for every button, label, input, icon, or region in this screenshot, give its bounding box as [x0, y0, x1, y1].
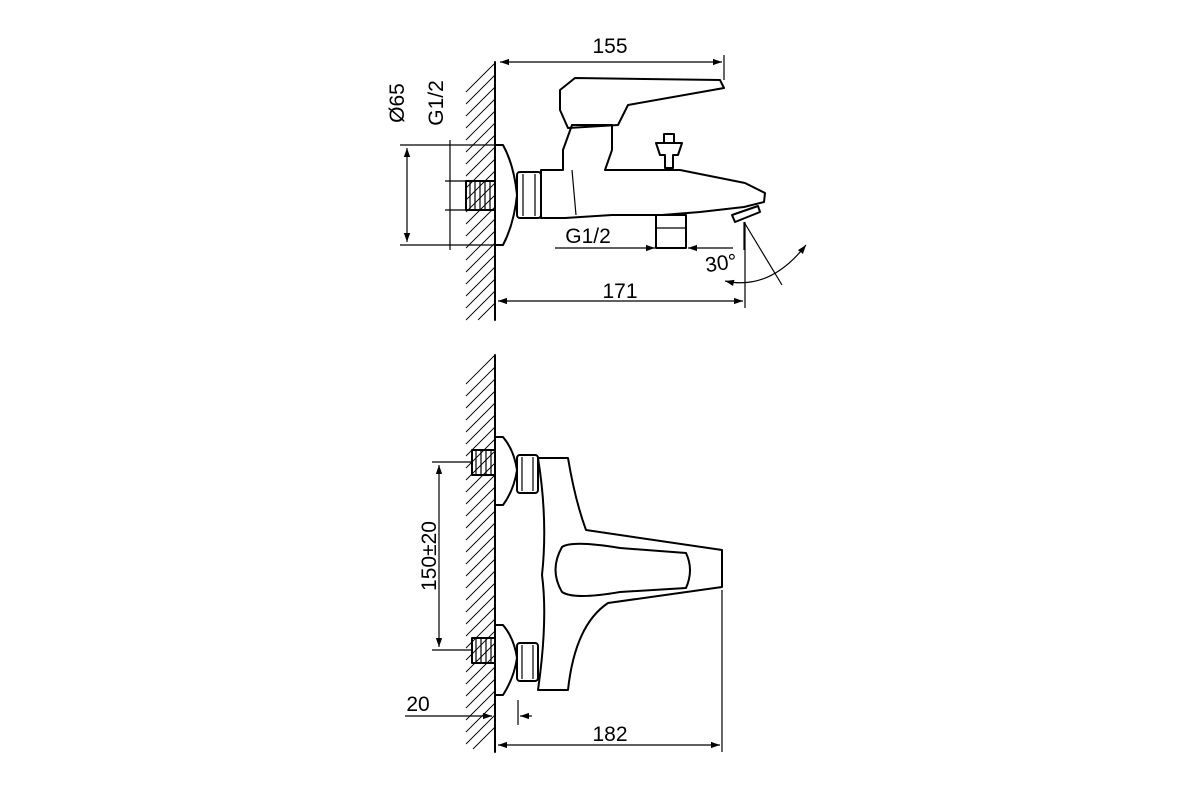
label-171: 171	[602, 280, 637, 303]
flange-lower	[494, 624, 518, 696]
dim-centre-distance	[432, 461, 472, 651]
inlet-thread-lower	[471, 637, 496, 664]
nut-lower	[516, 642, 539, 682]
wall-hatch-bottom	[465, 354, 496, 753]
dim-wall-offset	[405, 700, 532, 725]
label-150-20: 150±20	[418, 521, 441, 591]
mixer-body-side	[540, 124, 766, 219]
label-angle: 30°	[704, 250, 739, 277]
flange-upper	[494, 436, 518, 506]
lever-handle-side	[559, 77, 725, 129]
mixer-body-front	[537, 457, 723, 691]
inlet-thread-top	[465, 180, 496, 211]
spout-outlet	[731, 205, 761, 223]
diverter-knob	[655, 133, 683, 169]
side-view: 155 171 G1/2 30° Ø65 G1/2	[386, 35, 807, 321]
label-155: 155	[592, 35, 627, 58]
label-outlet-thread: G1/2	[565, 225, 611, 248]
dim-spout-angle	[724, 221, 807, 287]
front-view: 150±20 20 182	[405, 354, 723, 753]
label-wall-thread: G1/2	[425, 80, 448, 126]
nut-top	[516, 171, 542, 219]
dim-182	[498, 590, 723, 752]
label-182: 182	[592, 723, 627, 746]
flange-top	[494, 144, 518, 246]
nut-upper	[516, 454, 539, 494]
label-20: 20	[406, 693, 429, 716]
label-diameter: Ø65	[386, 83, 409, 123]
dim-wall-thread	[445, 140, 466, 250]
shower-outlet	[655, 214, 687, 249]
dim-155	[500, 55, 725, 80]
lever-handle-front	[554, 542, 691, 597]
